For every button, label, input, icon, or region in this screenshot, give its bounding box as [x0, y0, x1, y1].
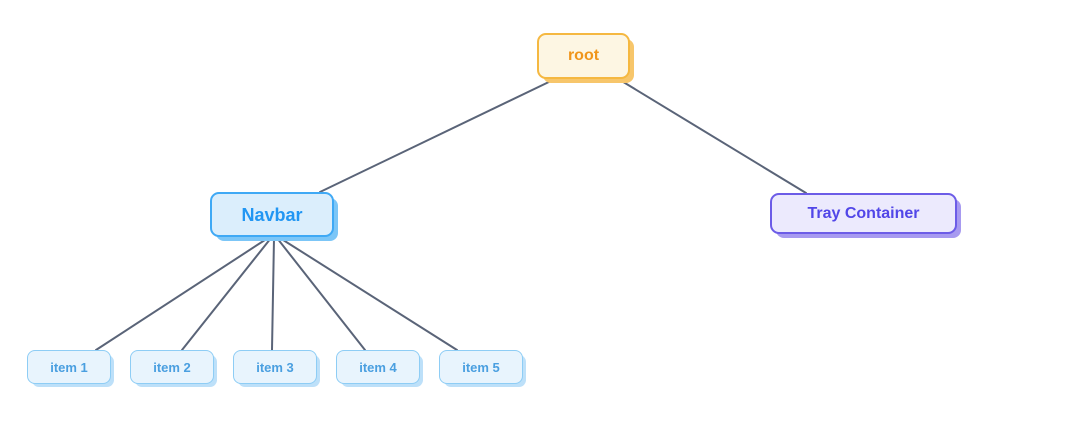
node-tray-container-label: Tray Container: [807, 204, 920, 222]
node-item-4-label: item 4: [359, 359, 397, 375]
edge-navbar-to-item5: [279, 237, 458, 351]
node-root[interactable]: root: [537, 33, 630, 79]
node-navbar-label: Navbar: [241, 204, 303, 225]
node-item-5-label: item 5: [462, 359, 500, 375]
node-item-3[interactable]: item 3: [233, 350, 317, 384]
edge-navbar-to-item3: [271, 237, 275, 351]
node-item-2-label: item 2: [153, 359, 191, 375]
edge-navbar-to-item2: [181, 237, 272, 351]
node-tray-container[interactable]: Tray Container: [770, 193, 957, 234]
edge-group: [95, 79, 807, 351]
node-item-5[interactable]: item 5: [439, 350, 523, 384]
edge-navbar-to-item1: [95, 237, 269, 351]
node-item-1[interactable]: item 1: [27, 350, 111, 384]
node-navbar[interactable]: Navbar: [210, 192, 334, 237]
node-item-1-label: item 1: [50, 359, 88, 375]
edge-root-to-tray: [619, 79, 807, 194]
node-item-3-label: item 3: [256, 359, 294, 375]
node-item-4[interactable]: item 4: [336, 350, 420, 384]
edge-navbar-to-item4: [276, 237, 366, 351]
node-item-2[interactable]: item 2: [130, 350, 214, 384]
edge-root-to-navbar: [319, 79, 554, 193]
node-root-label: root: [567, 47, 600, 64]
